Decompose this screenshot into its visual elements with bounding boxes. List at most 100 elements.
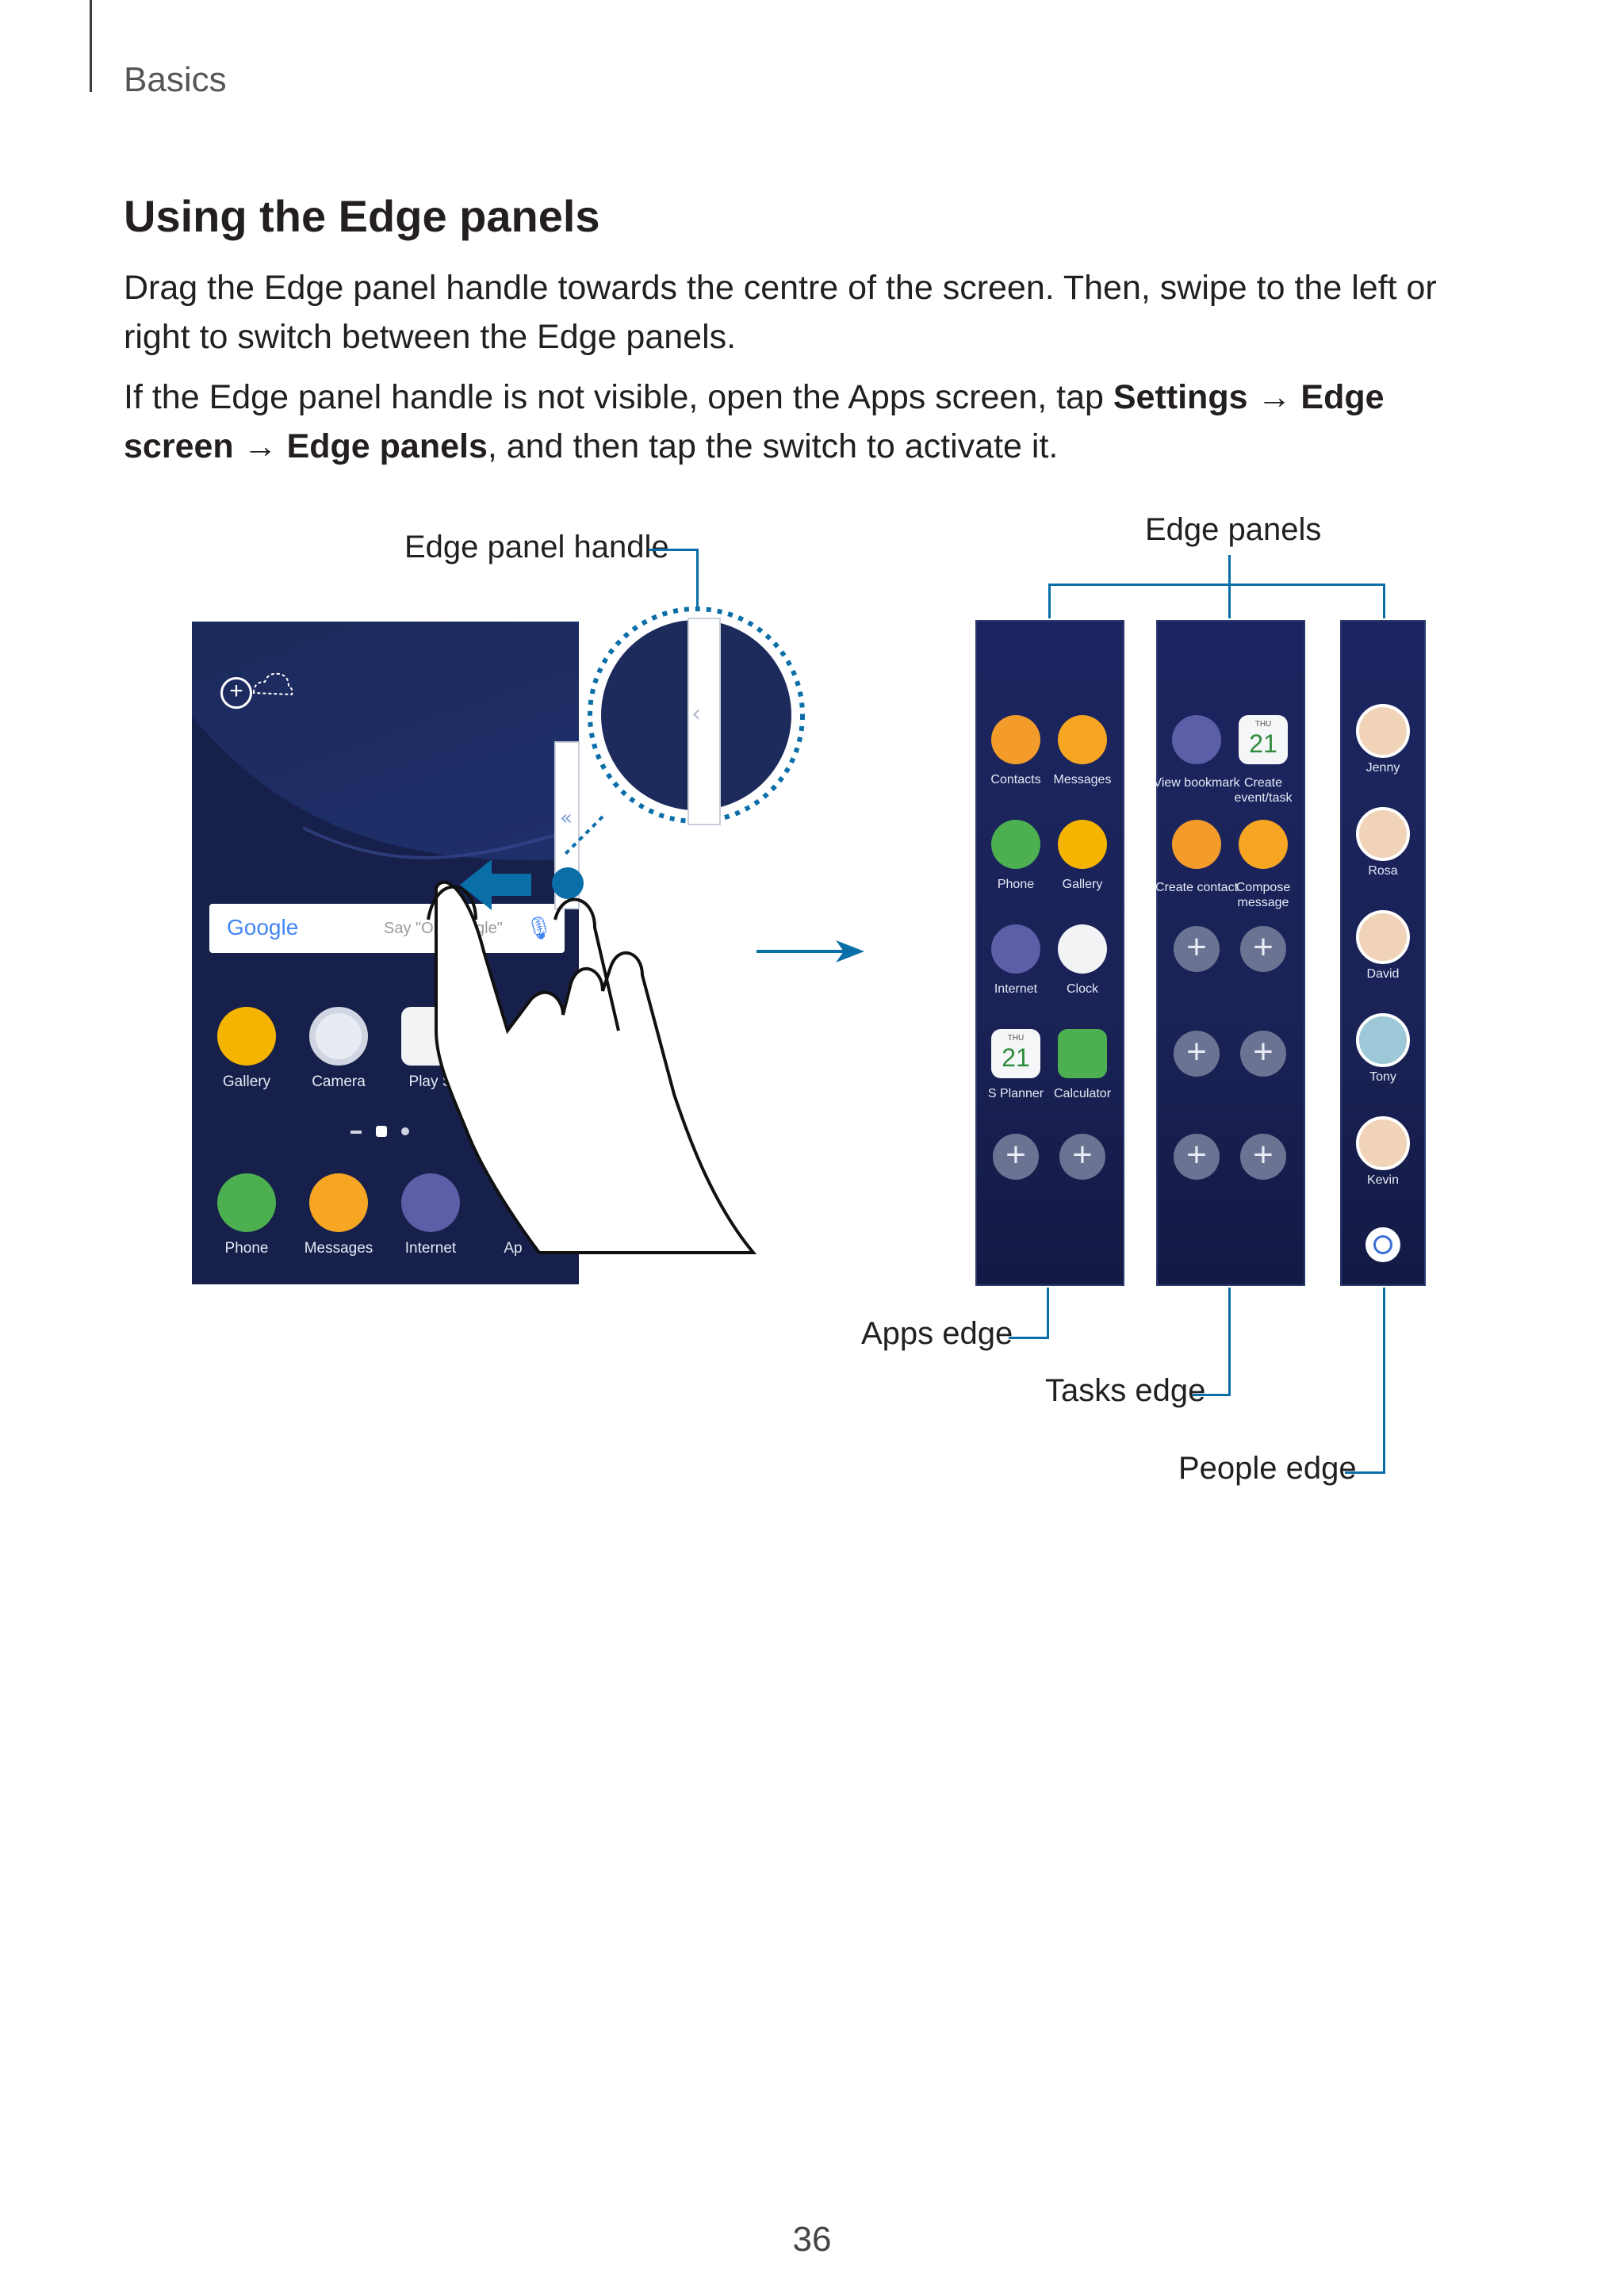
leader-handle-v bbox=[696, 549, 699, 641]
app-label: Internet bbox=[994, 982, 1038, 996]
callout-people-edge: People edge bbox=[1178, 1451, 1357, 1486]
s-planner-icon[interactable]: THU 21 bbox=[991, 1029, 1040, 1078]
person-name: Jenny bbox=[1365, 761, 1400, 775]
callout-tasks-edge: Tasks edge bbox=[1045, 1373, 1206, 1408]
person-name: Tony bbox=[1369, 1070, 1396, 1084]
apps-edge-panel: Contacts Messages Phone Gallery Internet… bbox=[975, 620, 1124, 1286]
leader-people-h bbox=[1345, 1471, 1385, 1474]
leader-apps-h bbox=[1009, 1337, 1048, 1339]
svg-text:‹: ‹ bbox=[691, 700, 701, 728]
calendar-date: 21 bbox=[1002, 1043, 1030, 1072]
bracket-center-tick bbox=[1228, 555, 1231, 618]
messages-app-icon[interactable] bbox=[309, 1173, 368, 1232]
people-edge-panel: Jenny Rosa David Tony Kevin bbox=[1340, 620, 1426, 1286]
task-label: Create contact bbox=[1155, 881, 1239, 894]
calendar-day: THU bbox=[1254, 720, 1272, 729]
transition-arrow-icon bbox=[756, 940, 864, 962]
app-label: S Planner bbox=[987, 1087, 1044, 1100]
app-label: Clock bbox=[1066, 982, 1098, 996]
person-name: David bbox=[1366, 967, 1400, 981]
home-indicator-icon bbox=[376, 1126, 387, 1137]
p2-arrow-2: → bbox=[233, 427, 287, 465]
compose-message-icon[interactable] bbox=[1239, 820, 1288, 869]
person-name: Rosa bbox=[1368, 864, 1398, 878]
dock-label: Internet bbox=[404, 1240, 457, 1257]
leader-apps-v bbox=[1047, 1288, 1049, 1339]
app-label: Contacts bbox=[990, 773, 1041, 786]
dock-label: Phone bbox=[224, 1240, 269, 1257]
calendar-date: 21 bbox=[1249, 729, 1277, 758]
leader-handle-h bbox=[649, 549, 698, 551]
p2-settings: Settings bbox=[1113, 378, 1248, 416]
add-app-button[interactable]: + bbox=[993, 1134, 1039, 1180]
header-rule bbox=[90, 0, 92, 92]
leader-people-v bbox=[1383, 1288, 1385, 1474]
add-weather-icon[interactable]: + bbox=[220, 677, 252, 709]
app-label: Messages bbox=[1053, 773, 1112, 786]
hand-illustration bbox=[435, 880, 757, 1254]
add-task-button[interactable]: + bbox=[1240, 926, 1286, 972]
home-app-label: Camera bbox=[312, 1073, 366, 1090]
home-app-label: Play S bbox=[408, 1073, 453, 1090]
page-indicator bbox=[350, 1131, 362, 1134]
create-contact-icon[interactable] bbox=[1172, 820, 1221, 869]
camera-app-icon[interactable] bbox=[309, 1007, 368, 1066]
p2-arrow-1: → bbox=[1247, 378, 1301, 416]
gallery-app-icon[interactable] bbox=[217, 1007, 276, 1066]
bracket-left-tick bbox=[1048, 584, 1051, 618]
dock-label: Ap bbox=[504, 1240, 523, 1257]
add-task-button[interactable]: + bbox=[1174, 926, 1220, 972]
drag-left-arrow-icon bbox=[460, 859, 531, 910]
bracket-edge-panels bbox=[1048, 584, 1385, 586]
task-label: Create event/task bbox=[1234, 776, 1293, 805]
paragraph-2: If the Edge panel handle is not visible,… bbox=[124, 373, 1503, 471]
internet-app-icon[interactable] bbox=[401, 1173, 460, 1232]
p2-edge-panels: Edge panels bbox=[286, 427, 488, 465]
calculator-icon[interactable] bbox=[1058, 1029, 1107, 1078]
clock-icon[interactable] bbox=[1058, 924, 1107, 974]
tasks-edge-panel: View bookmark THU 21 Create event/task C… bbox=[1153, 620, 1305, 1286]
callout-edge-panels: Edge panels bbox=[1145, 512, 1322, 547]
p2-edge-screen: Edge screen bbox=[124, 378, 1385, 465]
internet-icon[interactable] bbox=[991, 924, 1040, 974]
weather-icon bbox=[252, 672, 293, 696]
view-bookmark-icon[interactable] bbox=[1172, 715, 1221, 764]
p2-text-a: If the Edge panel handle is not visible,… bbox=[124, 378, 1113, 416]
add-task-button[interactable]: + bbox=[1240, 1134, 1286, 1180]
leader-tasks-v bbox=[1228, 1288, 1231, 1396]
svg-text:«: « bbox=[560, 806, 573, 830]
avatar[interactable] bbox=[1356, 807, 1410, 861]
app-label: Calculator bbox=[1053, 1087, 1112, 1100]
messages-icon[interactable] bbox=[1058, 715, 1107, 764]
contacts-icon[interactable] bbox=[991, 715, 1040, 764]
leader-tasks-h bbox=[1193, 1394, 1231, 1396]
create-event-icon[interactable]: THU 21 bbox=[1239, 715, 1288, 764]
calendar-day: THU bbox=[1007, 1034, 1025, 1043]
phone-app-icon[interactable] bbox=[217, 1173, 276, 1232]
gallery-icon[interactable] bbox=[1058, 820, 1107, 869]
p2-text-b: , and then tap the switch to activate it… bbox=[487, 427, 1059, 465]
task-label: View bookmark bbox=[1153, 776, 1240, 790]
dock-label: Messages bbox=[304, 1240, 373, 1257]
add-task-button[interactable]: + bbox=[1174, 1134, 1220, 1180]
mic-icon[interactable]: 🎙 bbox=[525, 916, 553, 940]
people-settings-icon[interactable] bbox=[1365, 1227, 1400, 1262]
callout-edge-panel-handle: Edge panel handle bbox=[404, 530, 669, 564]
phone-icon[interactable] bbox=[991, 820, 1040, 869]
page-number: 36 bbox=[792, 2220, 832, 2259]
google-logo: Google bbox=[227, 915, 299, 939]
callout-apps-edge: Apps edge bbox=[861, 1316, 1013, 1351]
paragraph-1: Drag the Edge panel handle towards the c… bbox=[124, 269, 1437, 356]
edge-handle-gesture-graphic: « ‹ bbox=[427, 607, 805, 1254]
section-label: Basics bbox=[124, 60, 227, 99]
touch-point bbox=[552, 867, 584, 899]
avatar[interactable] bbox=[1356, 1013, 1410, 1067]
add-task-button[interactable]: + bbox=[1174, 1031, 1220, 1077]
bracket-right-tick bbox=[1383, 584, 1385, 618]
avatar[interactable] bbox=[1356, 704, 1410, 758]
add-task-button[interactable]: + bbox=[1240, 1031, 1286, 1077]
task-label: Compose message bbox=[1235, 881, 1291, 909]
add-app-button[interactable]: + bbox=[1059, 1134, 1105, 1180]
avatar[interactable] bbox=[1356, 1116, 1410, 1170]
avatar[interactable] bbox=[1356, 910, 1410, 964]
